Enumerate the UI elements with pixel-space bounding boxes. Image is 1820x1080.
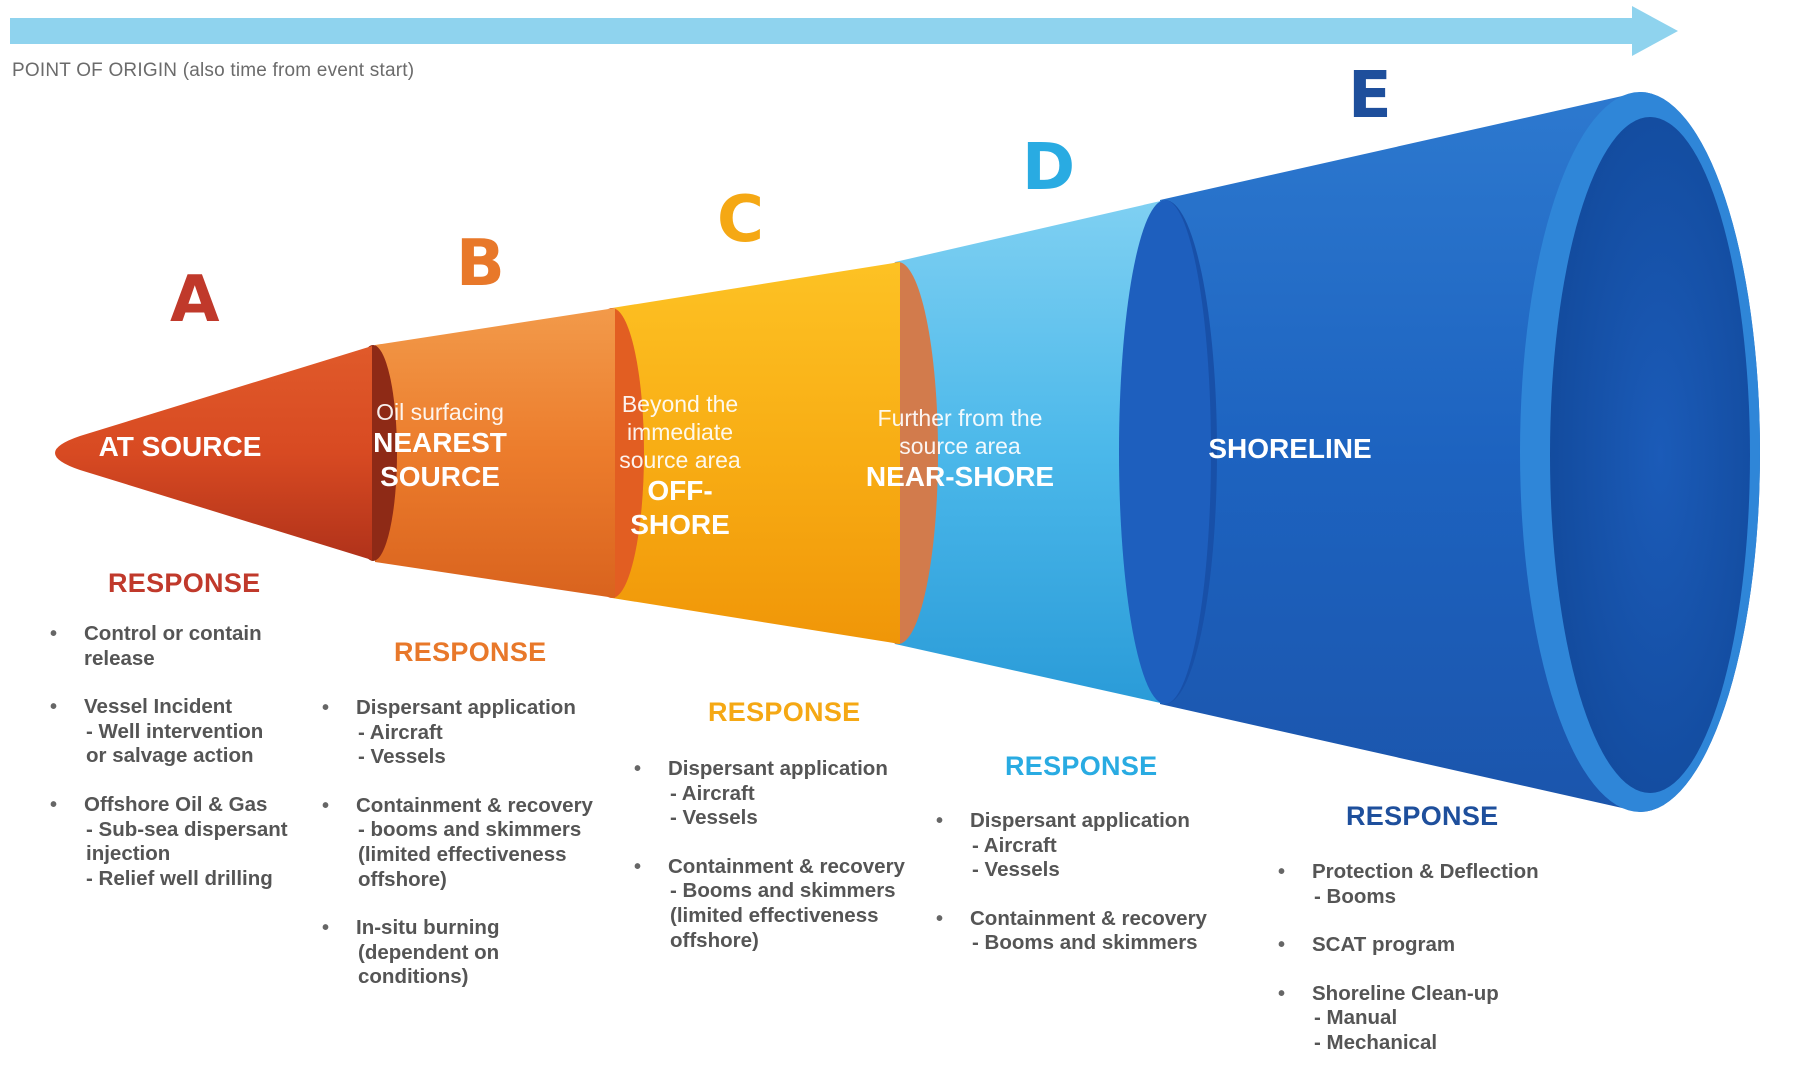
response-item-title: Containment & recovery <box>356 793 593 817</box>
segment-c-response-list: Dispersant application- Aircraft- Vessel… <box>632 757 922 977</box>
segment-d-label: Further from the source area NEAR-SHORE <box>860 404 1060 494</box>
response-item-detail: injection <box>86 842 171 866</box>
segment-b-response-heading: RESPONSE <box>394 637 547 667</box>
response-item-title: Shoreline Clean-up <box>1312 981 1499 1005</box>
response-item-detail: (limited effectiveness <box>670 903 879 927</box>
segment-e-letter: E <box>1348 59 1392 133</box>
response-item-title: Protection & Deflection <box>1312 860 1539 883</box>
response-item-detail: offshore) <box>358 867 447 891</box>
response-item-detail: - Sub-sea dispersant <box>86 817 288 841</box>
segment-c-response-heading: RESPONSE <box>708 697 861 727</box>
segment-e-title: SHORELINE <box>1208 433 1372 464</box>
segment-a-label: AT SOURCE <box>80 430 280 464</box>
segment-a-letter: A <box>170 263 220 337</box>
response-item-detail: - Aircraft <box>972 833 1057 857</box>
segment-a-response-list: Control or contain releaseVessel Inciden… <box>48 622 308 915</box>
segment-b-subtitle: Oil surfacing <box>376 399 504 425</box>
response-item: Control or contain release <box>48 622 308 671</box>
segment-e-response-list: Protection & Deflection- BoomsSCAT progr… <box>1276 860 1576 1080</box>
response-item-detail: - Mechanical <box>1314 1030 1438 1054</box>
segment-b-title-line1: NEAREST <box>373 427 507 459</box>
response-item-detail: - Vessels <box>358 745 446 769</box>
response-item-title: Dispersant application <box>668 757 888 780</box>
response-item: Shoreline Clean-up- Manual- Mechanical <box>1276 982 1576 1056</box>
funnel-graphic <box>10 6 1760 812</box>
segment-d-shape <box>858 200 1211 704</box>
response-item-detail: - Relief well drilling <box>86 866 273 890</box>
response-item-detail: - Aircraft <box>670 781 755 805</box>
segment-a-title: AT SOURCE <box>98 431 262 462</box>
response-item-detail: - Manual <box>1314 1006 1398 1030</box>
response-item-title: SCAT program <box>1312 933 1456 957</box>
response-item: Containment & recovery- Booms and skimme… <box>632 855 922 953</box>
response-item: Dispersant application- Aircraft- Vessel… <box>320 696 610 770</box>
response-item-title: Dispersant application <box>356 696 576 719</box>
response-item-title: Control or contain release <box>84 622 262 670</box>
segment-d-response-heading: RESPONSE <box>1005 751 1158 781</box>
segment-d-letter: D <box>1022 131 1076 205</box>
response-item-title: In-situ burning <box>356 916 500 940</box>
response-item-title: Vessel Incident <box>84 695 233 719</box>
response-item: Containment & recovery- booms and skimme… <box>320 794 610 892</box>
response-item-title: Containment & recovery <box>668 854 905 878</box>
segment-b-label: Oil surfacing NEAREST SOURCE <box>355 398 525 494</box>
segment-b-title-line2: SOURCE <box>380 461 500 493</box>
segment-d-response-list: Dispersant application- Aircraft- Vessel… <box>934 809 1234 980</box>
origin-label: POINT OF ORIGIN (also time from event st… <box>12 60 415 81</box>
segment-a-response-heading: RESPONSE <box>108 568 261 598</box>
response-item: SCAT program <box>1276 933 1576 958</box>
segment-a-shape <box>55 346 372 560</box>
segment-b-response-list: Dispersant application- Aircraft- Vessel… <box>320 696 610 1014</box>
segment-d-subtitle: Further from the source area <box>877 405 1043 460</box>
segment-b-letter: B <box>456 227 505 301</box>
response-item-detail: - Booms and skimmers <box>670 879 896 903</box>
response-item-detail: - Vessels <box>670 806 758 830</box>
response-item: Containment & recovery- Booms and skimme… <box>934 907 1234 956</box>
response-item-detail: - booms and skimmers <box>358 818 582 842</box>
response-item-detail: offshore) <box>670 928 759 952</box>
segment-d-title: NEAR-SHORE <box>865 461 1055 493</box>
segment-c-title: OFF-SHORE <box>630 475 730 541</box>
response-item: Dispersant application- Aircraft- Vessel… <box>934 809 1234 883</box>
response-item-title: Dispersant application <box>970 809 1190 832</box>
response-item-detail: - Well intervention <box>86 719 264 743</box>
response-item-detail: conditions) <box>358 965 469 989</box>
response-item-detail: - Booms <box>1314 884 1396 908</box>
response-item-detail: - Vessels <box>972 858 1060 882</box>
response-item-title: Containment & recovery <box>970 906 1207 930</box>
response-item-title: Offshore Oil & Gas <box>84 792 268 816</box>
segment-c-label: Beyond the immediate source area OFF-SHO… <box>600 390 760 542</box>
response-item-detail: (dependent on <box>358 940 500 964</box>
response-item-detail: - Booms and skimmers <box>972 931 1198 955</box>
timeline-arrow <box>10 6 1678 56</box>
segment-c-letter: C <box>717 183 764 257</box>
response-item-detail: (limited effectiveness <box>358 842 567 866</box>
segment-e-response-heading: RESPONSE <box>1346 801 1499 831</box>
response-item-detail: or salvage action <box>86 744 254 768</box>
oil-spill-response-diagram: POINT OF ORIGIN (also time from event st… <box>0 0 1820 1058</box>
segment-e-label: SHORELINE <box>1180 432 1400 466</box>
response-item: Dispersant application- Aircraft- Vessel… <box>632 757 922 831</box>
segment-c-subtitle: Beyond the immediate source area <box>619 391 741 474</box>
response-item-detail: - Aircraft <box>358 720 443 744</box>
response-item: Protection & Deflection- Booms <box>1276 860 1576 909</box>
response-item: Offshore Oil & Gas- Sub-sea dispersantin… <box>48 793 308 891</box>
